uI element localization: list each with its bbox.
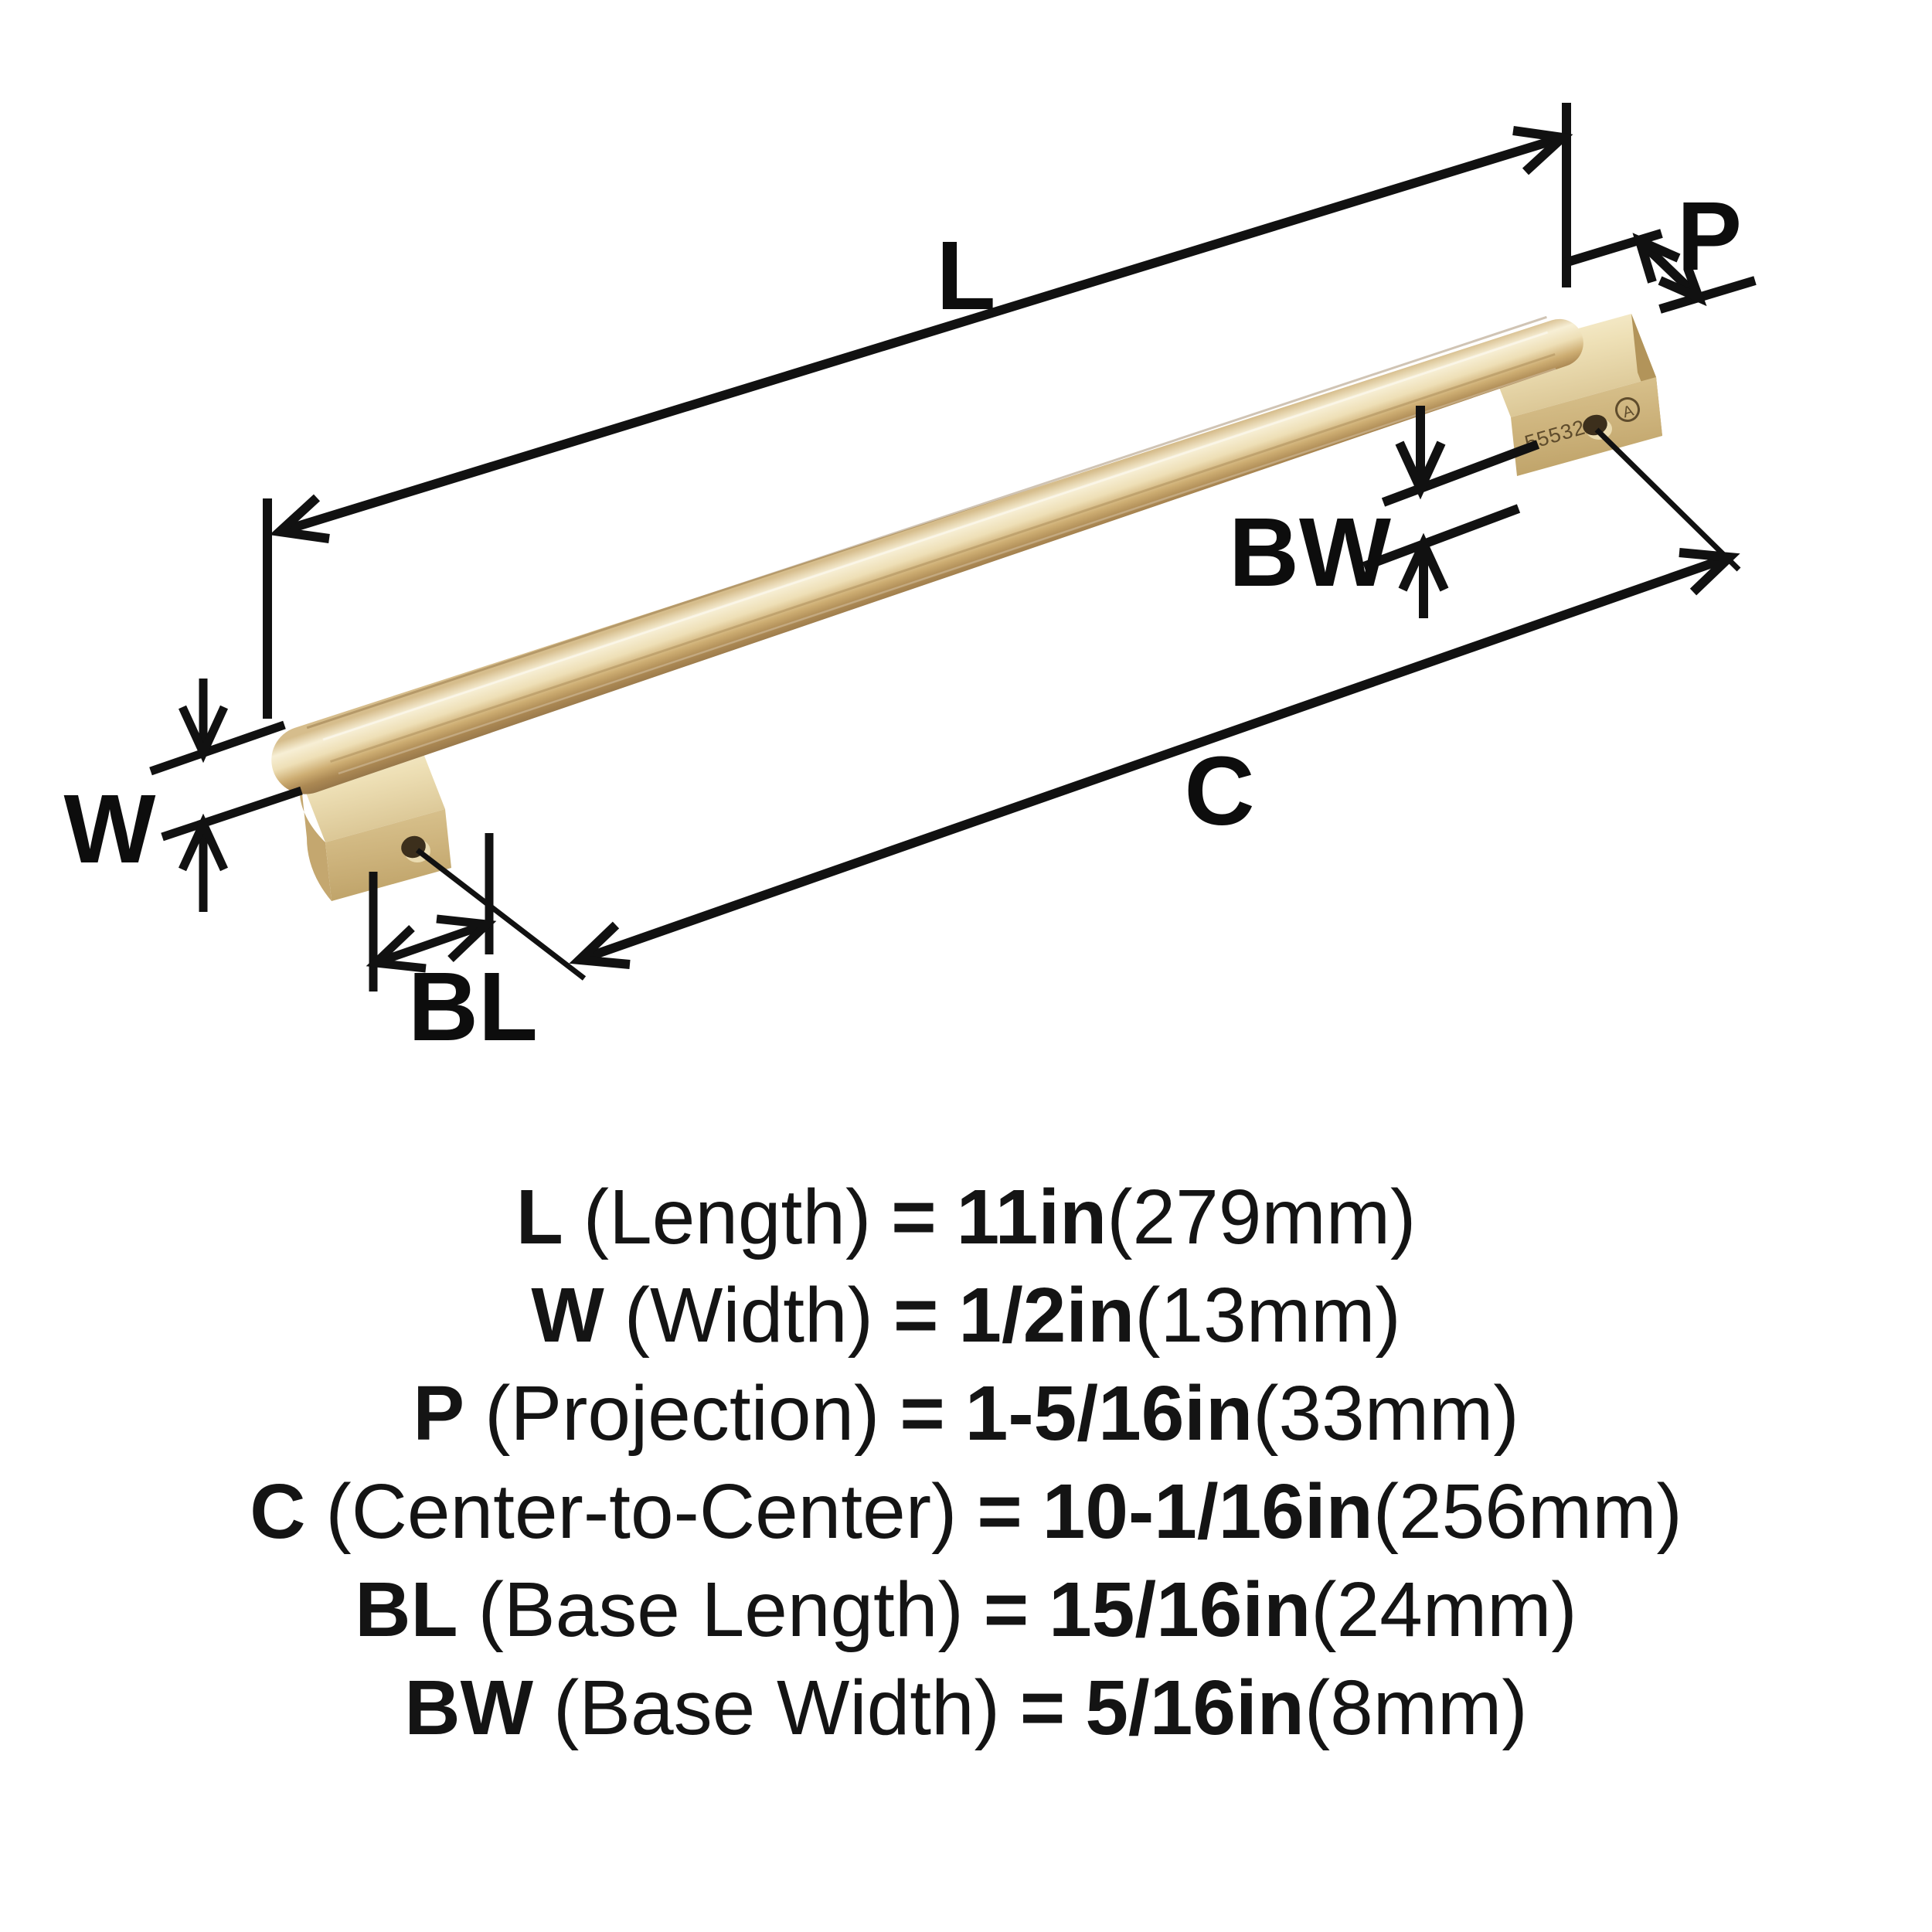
dim-base-width-arrowhead-up [1398, 532, 1449, 592]
dim-length-line [278, 133, 1564, 536]
dim-projection-ext-lower [1658, 276, 1757, 314]
handle-bar [271, 315, 1583, 794]
dim-base-width [1362, 406, 1540, 618]
dim-length [263, 103, 1573, 719]
dim-projection [1563, 229, 1757, 314]
dim-length-arrowhead-right [1512, 126, 1573, 175]
spec-name: (Center-to-Center) [325, 1468, 957, 1555]
dim-projection-arrowhead-lower [1658, 266, 1707, 307]
dim-width-arrowhead-up [178, 813, 229, 872]
dim-projection-ext-upper [1563, 229, 1663, 267]
dim-base-width-arrowhead-down [1395, 440, 1446, 500]
handle-bar-body [271, 318, 1583, 794]
spec-row-width: W(Width)=1/2in(13mm) [531, 1271, 1400, 1369]
spec-value-metric: (13mm) [1134, 1272, 1401, 1359]
bar-brush-shade [330, 352, 1556, 763]
spec-symbol: C [250, 1468, 306, 1555]
dim-base-length-arrowhead-left [366, 925, 427, 973]
dim-c2c-leader-left [415, 848, 587, 981]
bar-brush-highlight-1 [322, 331, 1549, 741]
spec-row-base-width: BW(Base Width)=5/16in(8mm) [404, 1664, 1527, 1762]
spec-equals: = [1019, 1665, 1066, 1751]
dim-base-width-ext-upper [1381, 440, 1540, 507]
dim-c2c-line [578, 553, 1731, 964]
spec-value-imperial: 10-1/16in [1042, 1468, 1373, 1555]
spec-symbol: BW [404, 1665, 533, 1751]
spec-equals: = [977, 1468, 1022, 1555]
spec-equals: = [891, 1174, 937, 1260]
spec-equals: = [983, 1566, 1029, 1653]
spec-value-imperial: 5/16in [1085, 1665, 1304, 1751]
spec-name: (Base Length) [478, 1566, 964, 1653]
spec-value-metric: (8mm) [1304, 1665, 1528, 1751]
spec-value-imperial: 15/16in [1049, 1566, 1311, 1653]
spec-value-imperial: 1-5/16in [964, 1370, 1253, 1457]
spec-equals: = [893, 1272, 939, 1359]
spec-name: (Width) [624, 1272, 873, 1359]
dim-c2c-leader-right [1594, 427, 1741, 572]
dimension-diagram: 55532 A L P [64, 103, 1757, 1061]
spec-name: (Projection) [485, 1370, 880, 1457]
dim-projection-arrowhead-upper [1632, 233, 1681, 284]
spec-value-imperial: 1/2in [958, 1272, 1135, 1359]
spec-value-metric: (256mm) [1372, 1468, 1682, 1555]
bar-top-edge-shade [306, 315, 1547, 730]
spec-row-center-to-center: C(Center-to-Center)=10-1/16in(256mm) [250, 1468, 1682, 1566]
spec-legend: L(Length)=11in(279mm) W(Width)=1/2in(13m… [0, 1173, 1932, 1762]
left-base-front-face [325, 809, 451, 901]
spec-value-metric: (33mm) [1253, 1370, 1519, 1457]
handle-pull: 55532 A [271, 314, 1662, 901]
right-base-top-face [1486, 314, 1656, 417]
spec-value-metric: (24mm) [1311, 1566, 1577, 1653]
spec-symbol: P [413, 1370, 465, 1457]
dim-base-length [366, 833, 497, 992]
left-base-end-face [299, 779, 332, 901]
dim-base-width-ext-lower [1362, 504, 1521, 571]
dim-c2c-arrowhead-right [1679, 548, 1740, 596]
dim-width [149, 679, 303, 912]
dim-label-base-width: BW [1229, 498, 1391, 607]
dim-label-length: L [937, 221, 996, 330]
dim-label-width: W [64, 774, 156, 883]
dim-center-to-center [415, 427, 1741, 981]
spec-name: (Base Width) [553, 1665, 1000, 1751]
dim-label-center-to-center: C [1185, 736, 1255, 845]
dim-width-arrowhead-down [178, 705, 229, 764]
dim-base-length-arrowhead-right [436, 914, 497, 962]
dim-width-ext-upper [149, 720, 286, 776]
spec-value-imperial: 11in [956, 1174, 1107, 1260]
spec-value-metric: (279mm) [1107, 1174, 1417, 1260]
spec-row-base-length: BL(Base Length)=15/16in(24mm) [355, 1566, 1577, 1664]
spec-symbol: W [531, 1272, 604, 1359]
dim-width-ext-lower [161, 786, 303, 842]
dim-projection-line [1636, 237, 1702, 301]
spec-row-length: L(Length)=11in(279mm) [516, 1173, 1417, 1271]
dim-c2c-arrowhead-left [569, 921, 631, 969]
dim-length-arrowhead-left [269, 494, 330, 543]
dim-label-base-length: BL [408, 952, 538, 1061]
spec-symbol: BL [355, 1566, 458, 1653]
spec-equals: = [900, 1370, 945, 1457]
spec-row-projection: P(Projection)=1-5/16in(33mm) [413, 1369, 1519, 1468]
dim-base-length-line [374, 920, 488, 968]
spec-name: (Length) [583, 1174, 872, 1260]
right-screw-hole [1583, 414, 1607, 436]
bar-brush-highlight-2 [338, 367, 1556, 775]
dim-label-projection: P [1677, 182, 1742, 291]
spec-symbol: L [515, 1174, 563, 1260]
